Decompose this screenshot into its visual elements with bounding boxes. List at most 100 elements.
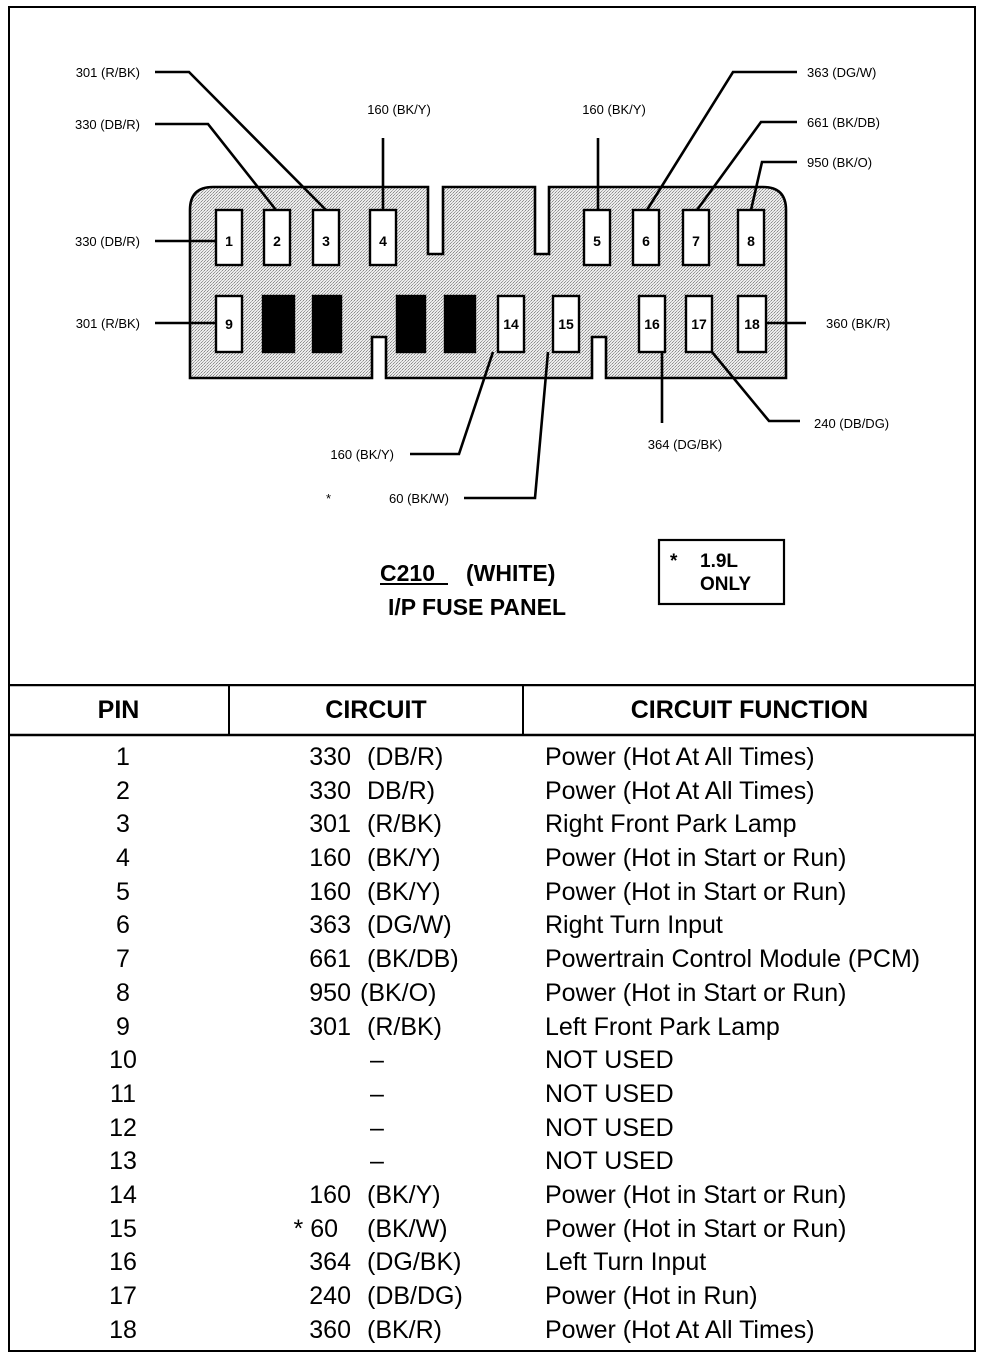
- diagram-title: C210 (WHITE) I/P FUSE PANEL: [380, 560, 566, 620]
- callout-pin3: 301 (R/BK): [76, 65, 140, 80]
- cell-circuit-number: 240: [309, 1282, 351, 1310]
- cell-pin: 2: [116, 777, 130, 805]
- cell-circuit-number: 301: [309, 810, 351, 838]
- cell-function: Right Turn Input: [545, 911, 723, 939]
- pin-5: [582, 208, 612, 267]
- cell-circuit-number: 364: [309, 1248, 351, 1276]
- cell-circuit-color: DB/R): [367, 777, 436, 805]
- callout-pin9: 301 (R/BK): [76, 316, 140, 331]
- table-row: 9 301 (R/BK) Left Front Park Lamp: [8, 1013, 976, 1047]
- callout-pin15-star: *: [326, 491, 331, 506]
- callout-pin6: 363 (DG/W): [807, 65, 876, 80]
- cell-pin: 18: [109, 1316, 137, 1344]
- cell-function: Left Front Park Lamp: [545, 1013, 780, 1041]
- cell-pin: 9: [116, 1013, 130, 1041]
- cell-pin: 1: [116, 743, 130, 771]
- cell-circuit-number: 330: [309, 743, 351, 771]
- cell-function: NOT USED: [545, 1147, 674, 1175]
- cell-circuit-color: (BK/O): [360, 979, 437, 1007]
- callout-pin4: 160 (BK/Y): [367, 102, 431, 117]
- callout-pin14: 160 (BK/Y): [330, 447, 394, 462]
- cell-pin: 11: [110, 1080, 136, 1108]
- pin-10: [261, 294, 296, 354]
- cell-pin: 16: [109, 1248, 137, 1276]
- pin-16: [637, 294, 667, 354]
- cell-function: Power (Hot in Start or Run): [545, 979, 847, 1007]
- pin-label: 2: [273, 233, 281, 249]
- pin-17: [684, 294, 714, 354]
- cell-pin: 14: [109, 1181, 137, 1209]
- note-box: * 1.9L ONLY: [657, 538, 786, 606]
- callout-pin17: 240 (DB/DG): [814, 416, 889, 431]
- pin-11: [311, 294, 343, 354]
- cell-circuit-number: 363: [309, 911, 351, 939]
- page-frame: [8, 6, 976, 1352]
- pin-8: [736, 208, 766, 267]
- cell-circuit-color: (BK/Y): [367, 878, 441, 906]
- connector-id: C210: [380, 560, 435, 586]
- pin-6: [631, 208, 661, 267]
- pin-label: 17: [691, 316, 707, 332]
- cell-pin: 17: [109, 1282, 137, 1310]
- cell-pin: 5: [116, 878, 130, 906]
- cell-circuit-color: –: [370, 1046, 384, 1074]
- cell-function: Power (Hot At All Times): [545, 743, 815, 771]
- cell-pin: 6: [116, 911, 130, 939]
- callout-labels: 301 (R/BK) 330 (DB/R) 330 (DB/R) 301 (R/…: [75, 65, 890, 506]
- table-row: 13–NOT USED: [8, 1147, 976, 1181]
- cell-circuit-color: (BK/Y): [367, 844, 441, 872]
- cell-circuit-color: (R/BK): [367, 1013, 442, 1041]
- pin-row-top: 1 2 3 4 5 6 7 8: [214, 208, 766, 267]
- pin-label: 9: [225, 316, 233, 332]
- callout-pin2: 330 (DB/R): [75, 117, 140, 132]
- pin-label: 6: [642, 233, 650, 249]
- pin-2: [262, 208, 292, 267]
- cell-function: NOT USED: [545, 1046, 674, 1074]
- cell-function: NOT USED: [545, 1114, 674, 1142]
- cell-circuit-number: 160: [309, 844, 351, 872]
- cell-circuit-color: (BK/W): [367, 1215, 448, 1243]
- pin-9: [214, 294, 244, 354]
- cell-function: Power (Hot in Start or Run): [545, 1215, 847, 1243]
- pin-row-bottom: 9 10 11 12 13 14 15 16 17 18: [214, 294, 768, 354]
- cell-function: Power (Hot At All Times): [545, 777, 815, 805]
- note-star: *: [670, 551, 678, 572]
- pin-7: [681, 208, 711, 267]
- cell-circuit-color: (DB/DG): [367, 1282, 463, 1310]
- pin-label: 14: [503, 316, 519, 332]
- cell-function: Power (Hot At All Times): [545, 1316, 815, 1344]
- pin-label: 4: [379, 233, 387, 249]
- cell-circuit-color: –: [370, 1080, 384, 1108]
- pin-1: [214, 208, 244, 267]
- pin-13: [443, 294, 477, 354]
- pin-label: 13: [452, 316, 468, 332]
- callout-pin8: 950 (BK/O): [807, 155, 872, 170]
- cell-circuit-number: 301: [309, 1013, 351, 1041]
- table-row: 12 – NOT USED: [8, 1114, 976, 1148]
- table-row: 11–NOT USED: [8, 1080, 976, 1114]
- callout-pin16: 364 (DG/BK): [648, 437, 722, 452]
- cell-circuit-color: (BK/R): [367, 1316, 442, 1344]
- pin-label: 12: [403, 316, 419, 332]
- cell-circuit-number: 661: [309, 945, 351, 973]
- cell-circuit-number: 160: [309, 1181, 351, 1209]
- pin-label: 15: [558, 316, 574, 332]
- pin-label: 10: [271, 316, 287, 332]
- pin-label: 18: [744, 316, 760, 332]
- pin-label: 7: [692, 233, 700, 249]
- panel-name: I/P FUSE PANEL: [388, 594, 566, 620]
- cell-function: Power (Hot in Start or Run): [545, 878, 847, 906]
- header-function: CIRCUIT FUNCTION: [630, 696, 869, 724]
- cell-circuit-color: –: [370, 1114, 384, 1142]
- cell-pin: 13: [109, 1147, 137, 1175]
- cell-pin: 12: [109, 1114, 137, 1142]
- header-circuit: CIRCUIT: [325, 696, 427, 724]
